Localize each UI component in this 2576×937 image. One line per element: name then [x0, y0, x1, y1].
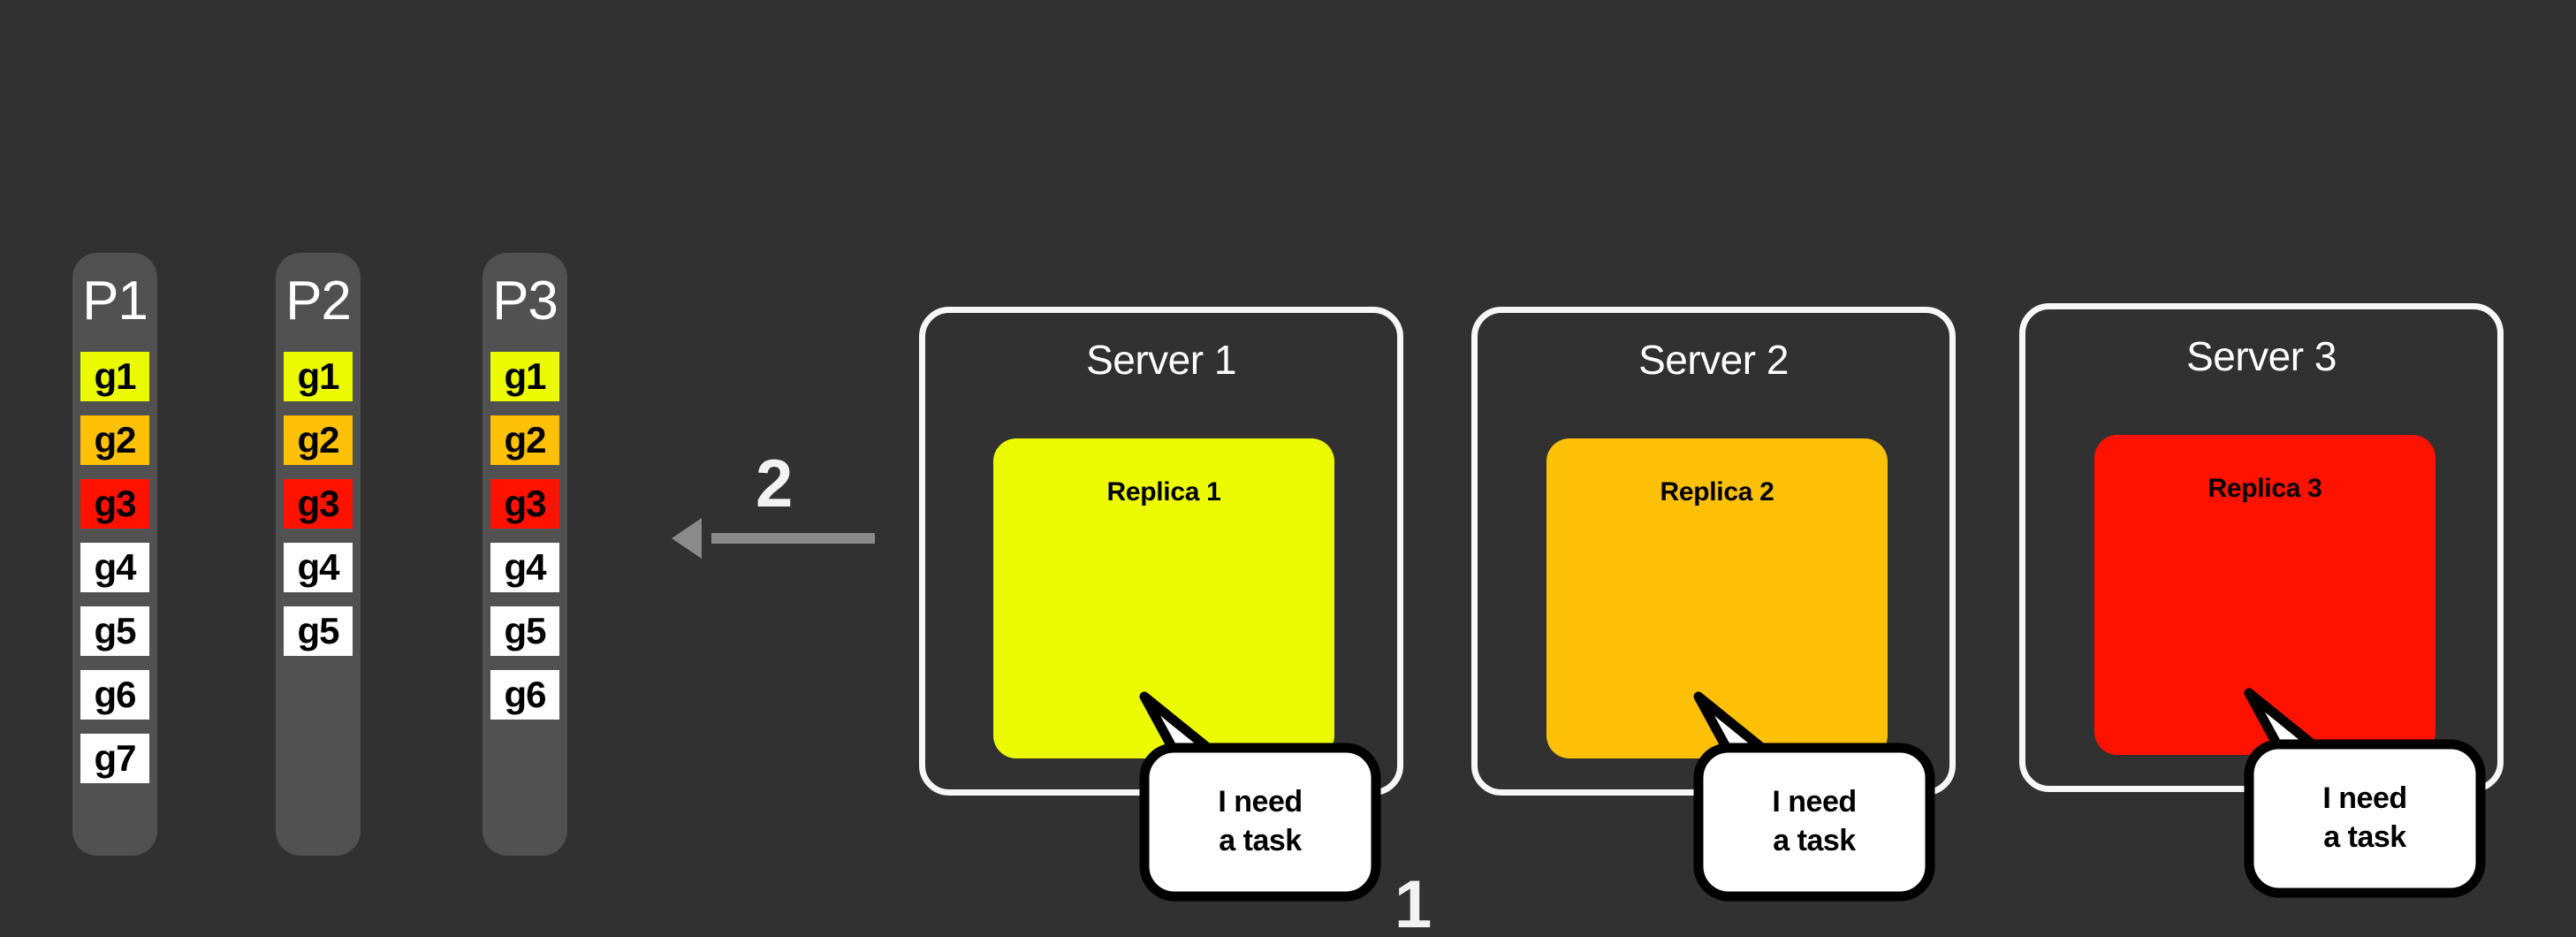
partition-cell-g6: g6 [490, 670, 559, 720]
speech-bubble-shape [1139, 691, 1381, 902]
speech-bubble-2: I need a task [1693, 691, 1935, 902]
speech-bubble-line-2: a task [2323, 820, 2406, 854]
speech-bubble-line-1: I need [1218, 785, 1303, 819]
speech-bubble-line-2: a task [1773, 824, 1856, 857]
partition-cell-g3: g3 [490, 479, 559, 529]
partition-cell-g3: g3 [284, 479, 353, 529]
speech-bubble-line-2: a task [1219, 824, 1302, 857]
speech-bubble-shape [2244, 688, 2486, 898]
partition-cell-g4: g4 [80, 543, 149, 592]
partition-cell-g2: g2 [284, 415, 353, 465]
replica-label: Replica 2 [1660, 477, 1774, 507]
speech-bubble-text: I need a task [2249, 744, 2481, 893]
speech-bubble-line-1: I need [1772, 785, 1857, 819]
partition-title: P3 [492, 270, 559, 331]
server-title: Server 3 [2186, 333, 2337, 379]
partition-cell-list: g1 g2 g3 g4 g5 [276, 352, 361, 670]
partition-cell-list: g1 g2 g3 g4 g5 g6 [483, 352, 567, 734]
speech-bubble-shape [1693, 691, 1935, 902]
arrow-shaft [711, 533, 875, 544]
partition-column-p1: P1 g1 g2 g3 g4 g5 g6 g7 [72, 253, 157, 856]
server-title: Server 2 [1638, 337, 1789, 383]
replica-label: Replica 1 [1106, 477, 1221, 507]
server-title: Server 1 [1086, 337, 1236, 383]
speech-bubble-1: I need a task [1139, 691, 1381, 902]
step-label-2: 2 [756, 446, 793, 522]
partition-cell-g1: g1 [80, 352, 149, 401]
partition-column-p3: P3 g1 g2 g3 g4 g5 g6 [483, 253, 567, 856]
partition-cell-g4: g4 [284, 543, 353, 592]
speech-bubble-line-1: I need [2322, 781, 2407, 816]
partition-cell-list: g1 g2 g3 g4 g5 g6 g7 [72, 352, 157, 797]
partition-title: P1 [82, 270, 148, 331]
partition-title: P2 [285, 270, 352, 331]
replica-label: Replica 3 [2207, 474, 2322, 503]
speech-bubble-3: I need a task [2244, 688, 2486, 898]
speech-bubble-text: I need a task [1698, 748, 1930, 896]
partition-cell-g1: g1 [284, 352, 353, 401]
step-label-1: 1 [1394, 867, 1432, 937]
partition-cell-g5: g5 [80, 606, 149, 656]
partition-cell-g5: g5 [284, 606, 353, 656]
speech-bubble-text: I need a task [1144, 748, 1376, 896]
partition-cell-g2: g2 [490, 415, 559, 465]
partition-cell-g3: g3 [80, 479, 149, 529]
partition-column-p2: P2 g1 g2 g3 g4 g5 [276, 253, 361, 856]
partition-cell-g7: g7 [80, 734, 149, 783]
partition-cell-g5: g5 [490, 606, 559, 656]
partition-cell-g6: g6 [80, 670, 149, 720]
arrow-head-left-icon [672, 518, 702, 559]
partition-cell-g4: g4 [490, 543, 559, 592]
partition-cell-g2: g2 [80, 415, 149, 465]
replica-box-1: Replica 1 [993, 438, 1334, 758]
replica-box-2: Replica 2 [1546, 438, 1888, 758]
partition-cell-g1: g1 [490, 352, 559, 401]
